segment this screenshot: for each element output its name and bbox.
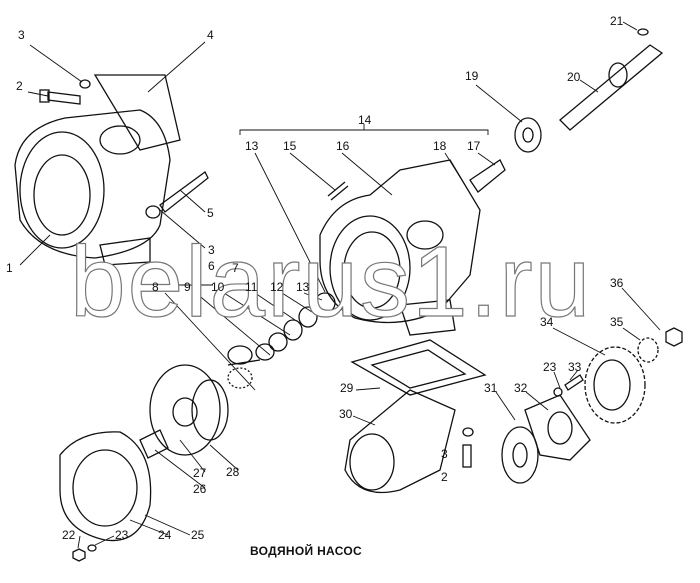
callout-2: 2	[16, 79, 23, 93]
callout-18: 18	[433, 139, 447, 153]
callout-31: 31	[484, 381, 498, 395]
callout-33: 33	[568, 360, 582, 374]
callout-22: 22	[62, 528, 76, 542]
callout-19: 19	[465, 69, 479, 83]
callout-21: 21	[610, 14, 624, 28]
callout-23: 23	[543, 360, 557, 374]
callout-15: 15	[283, 139, 297, 153]
impeller-cover-parts	[59, 359, 261, 562]
callout-16: 16	[336, 139, 350, 153]
callout-6: 6	[208, 259, 215, 273]
callout-3: 3	[208, 243, 215, 257]
diagram-title: ВОДЯНОЙ НАСОС	[250, 544, 362, 558]
callout-29: 29	[340, 381, 354, 395]
callout-30: 30	[339, 407, 353, 421]
leader-lines	[19, 21, 661, 549]
callout-10: 10	[211, 280, 225, 294]
callout-34: 34	[540, 315, 554, 329]
callout-23: 23	[115, 528, 129, 542]
callout-2: 2	[441, 470, 448, 484]
callout-24: 24	[158, 528, 172, 542]
callout-36: 36	[610, 276, 624, 290]
callout-13: 13	[296, 280, 310, 294]
callout-26: 26	[193, 482, 207, 496]
pump-body-part	[319, 159, 481, 336]
bolt-parts	[39, 79, 209, 219]
shaft-bearing-parts	[327, 28, 664, 201]
callout-35: 35	[610, 315, 624, 329]
callout-5: 5	[207, 206, 214, 220]
callout-11: 11	[245, 280, 258, 294]
callout-3: 3	[441, 447, 448, 461]
pump-housing-part	[14, 74, 181, 266]
callout-1: 1	[6, 261, 13, 275]
callout-25: 25	[191, 528, 205, 542]
callout-13: 13	[245, 139, 259, 153]
callout-17: 17	[467, 139, 481, 153]
callout-20: 20	[567, 70, 581, 84]
callout-8: 8	[152, 280, 159, 294]
watermark: belarus1.ru	[69, 226, 593, 338]
callout-32: 32	[514, 381, 528, 395]
callout-12: 12	[270, 280, 284, 294]
callout-14: 14	[358, 113, 372, 127]
lower-parts	[344, 339, 591, 494]
callout-4: 4	[207, 28, 214, 42]
callout-7: 7	[232, 261, 239, 275]
gear-parts	[553, 327, 683, 424]
seal-rings	[227, 292, 336, 365]
callout-27: 27	[193, 466, 207, 480]
callout-28: 28	[226, 465, 240, 479]
callout-3: 3	[18, 28, 25, 42]
callout-9: 9	[184, 280, 191, 294]
